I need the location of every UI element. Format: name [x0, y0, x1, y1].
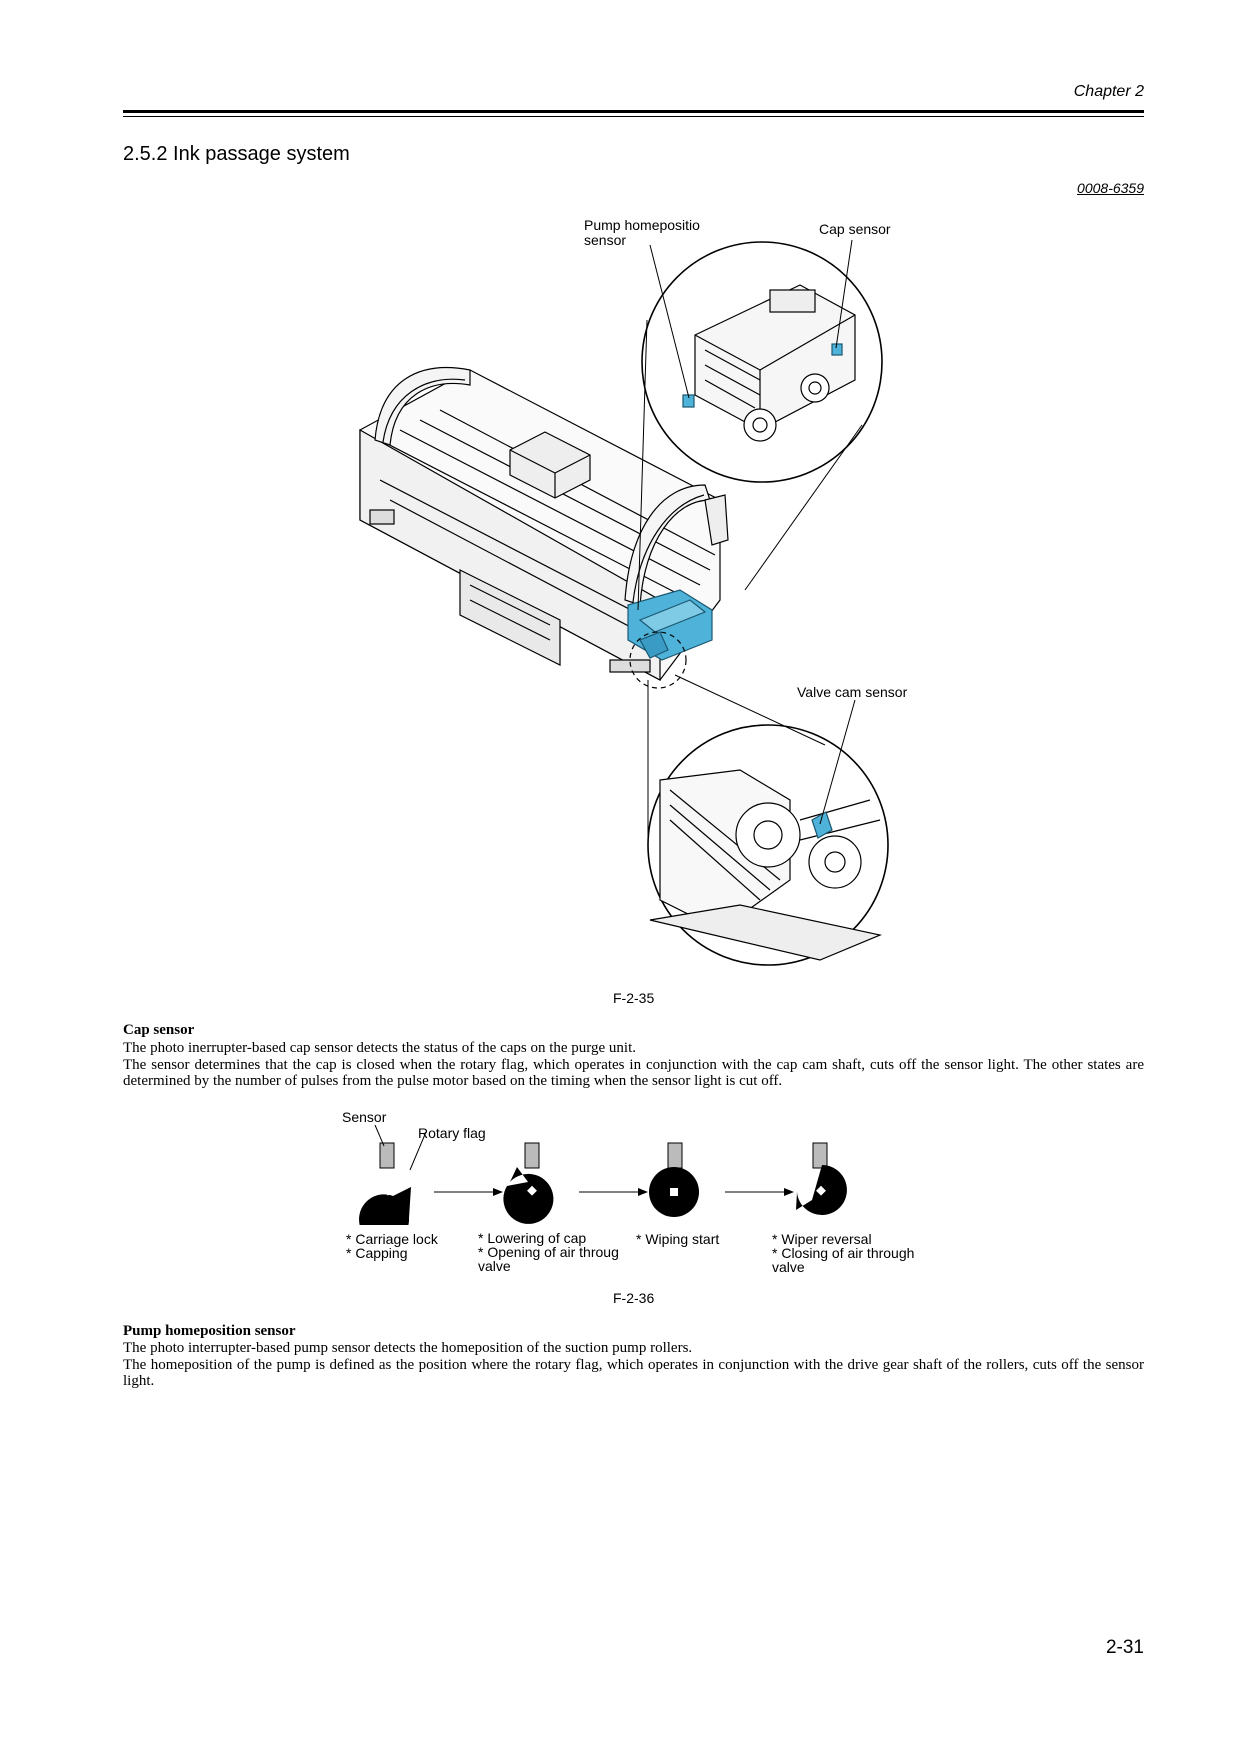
pump-sensor-heading: Pump homeposition sensor [123, 1323, 296, 1339]
cap-sensor-line-2: The sensor determines that the cap is cl… [123, 1057, 1144, 1089]
state-3-flag [649, 1142, 699, 1217]
header-rule [123, 110, 1144, 113]
printer-illustration [359, 239, 889, 966]
state-2-note: * Lowering of cap * Opening of air throu… [478, 1230, 619, 1274]
state-1-flag [359, 1142, 411, 1225]
pump-sensor-line-2: The homeposition of the pump is defined … [123, 1357, 1144, 1389]
header-rule-thin [123, 116, 1144, 117]
cap-sensor-label: Cap sensor [819, 221, 891, 237]
printer-body [359, 366, 729, 681]
section-title: 2.5.2 Ink passage system [123, 143, 350, 165]
bottom-zoom-detail [649, 769, 883, 961]
state-3-note: * Wiping start [636, 1231, 720, 1247]
cap-sensor-line-1: The photo inerrupter-based cap sensor de… [123, 1040, 637, 1056]
document-code: 0008-6359 [1077, 180, 1144, 196]
pump-sensor-line-1: The photo interrupter-based pump sensor … [123, 1340, 693, 1356]
bottom-zoom-sensor [811, 811, 833, 839]
top-zoom-detail [694, 284, 856, 442]
state-1-note: * Carriage lock * Capping [346, 1231, 438, 1261]
valve-cam-sensor-label: Valve cam sensor [797, 684, 908, 700]
pump-homeposition-label: Pump homepositio sensor [584, 217, 700, 248]
chapter-label: Chapter 2 [1073, 83, 1144, 100]
state-4-note: * Wiper reversal * Closing of air throug… [772, 1231, 915, 1275]
rotary-flag-diagram [359, 1124, 847, 1225]
state-2-flag [503, 1142, 554, 1224]
figure-caption-f236: F-2-36 [613, 1290, 655, 1306]
rotary-flag-label: Rotary flag [418, 1125, 486, 1141]
sensor-label: Sensor [342, 1109, 387, 1125]
cap-sensor-heading: Cap sensor [123, 1022, 195, 1038]
state-4-flag [796, 1142, 847, 1215]
page-number: 2-31 [1105, 1637, 1144, 1658]
figure-caption-f235: F-2-35 [613, 990, 655, 1006]
purge-unit-highlight [627, 589, 713, 661]
